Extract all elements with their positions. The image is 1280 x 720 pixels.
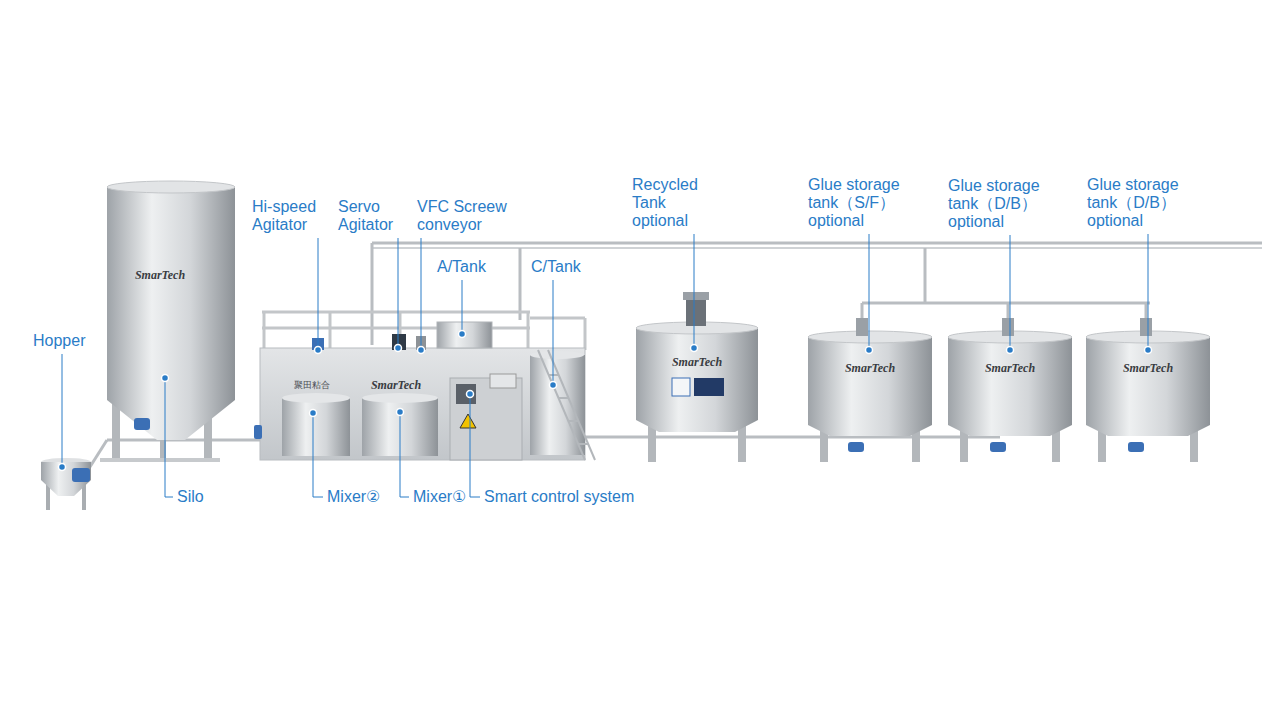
callout-label: Smart control system bbox=[484, 488, 634, 506]
callout-label: Mixer① bbox=[413, 488, 466, 506]
silo-figure bbox=[100, 181, 235, 462]
leader-line bbox=[553, 280, 554, 385]
leader-dot bbox=[459, 331, 466, 338]
callout-label: Recycled Tank optional bbox=[632, 176, 712, 230]
leader-line bbox=[318, 238, 319, 350]
callout-label: A/Tank bbox=[437, 258, 486, 276]
leader-dot bbox=[59, 464, 66, 471]
callout-label: C/Tank bbox=[531, 258, 581, 276]
leader-dot bbox=[866, 347, 873, 354]
leader-dot bbox=[1145, 347, 1152, 354]
leader-line bbox=[470, 394, 480, 497]
leader-line bbox=[400, 412, 409, 497]
leader-dot bbox=[1007, 347, 1014, 354]
leader-line bbox=[462, 280, 463, 334]
callout-label: Mixer② bbox=[327, 488, 380, 506]
callout-label: VFC Screew conveyor bbox=[417, 198, 562, 234]
callout-label: Glue storage tank（S/F） optional bbox=[808, 176, 926, 230]
leader-dot bbox=[310, 410, 317, 417]
brand-logo: SmarTech bbox=[371, 378, 421, 392]
leader-dot bbox=[691, 345, 698, 352]
callout-label: Glue storage tank（D/B） optional bbox=[948, 177, 1066, 231]
brand-logo: SmarTech bbox=[985, 361, 1035, 375]
leader-line bbox=[421, 238, 422, 350]
callout-label: Silo bbox=[177, 488, 204, 506]
pipework bbox=[88, 243, 1262, 470]
leader-line bbox=[694, 234, 695, 348]
leader-dot bbox=[162, 375, 169, 382]
mixing-station-figure bbox=[254, 312, 595, 460]
brand-logo: SmarTech bbox=[845, 361, 895, 375]
callout-label: Servo Agitator bbox=[338, 198, 413, 234]
callout-label: Hi-speed Agitator bbox=[252, 198, 334, 234]
leader-dot bbox=[395, 345, 402, 352]
leader-line bbox=[1010, 235, 1011, 350]
brand-logo: SmarTech bbox=[1123, 361, 1173, 375]
leader-line bbox=[62, 354, 63, 467]
leader-line bbox=[313, 413, 323, 497]
storage-tank-figures bbox=[808, 318, 1210, 462]
brand-logo: SmarTech bbox=[672, 355, 722, 369]
leader-dot bbox=[467, 391, 474, 398]
leader-line bbox=[398, 238, 399, 348]
callout-label: Glue storage tank（D/B） optional bbox=[1087, 176, 1205, 230]
leader-line bbox=[869, 234, 870, 350]
leader-dot bbox=[397, 409, 404, 416]
leader-line bbox=[165, 378, 173, 497]
brand-logo: SmarTech bbox=[135, 268, 185, 282]
brand-logo: 聚田粘合 bbox=[294, 380, 330, 391]
leader-dot bbox=[315, 347, 322, 354]
recycled-tank-figure bbox=[636, 292, 758, 462]
callout-label: Hopper bbox=[33, 332, 85, 350]
leader-line bbox=[1148, 234, 1149, 350]
leader-dot bbox=[550, 382, 557, 389]
leader-dot bbox=[418, 347, 425, 354]
hopper-figure bbox=[41, 458, 91, 510]
